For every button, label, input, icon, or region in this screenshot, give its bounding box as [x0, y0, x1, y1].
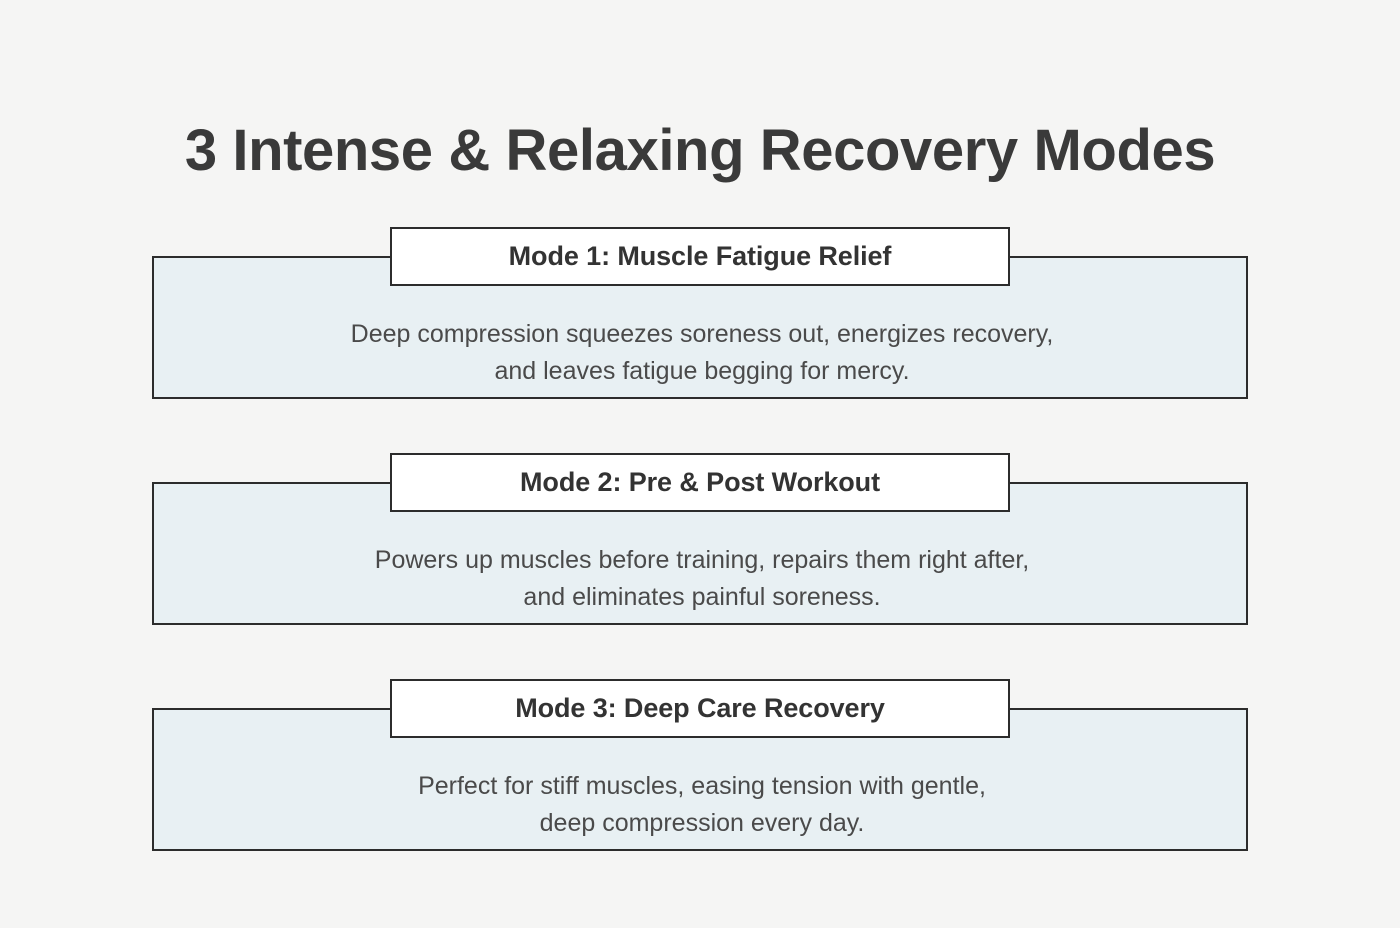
mode-card-description-line: deep compression every day. [539, 809, 865, 837]
mode-card-badge: Mode 1: Muscle Fatigue Relief [390, 227, 1010, 286]
mode-card-description-line: Perfect for stiff muscles, easing tensio… [418, 772, 986, 800]
mode-card-description: Deep compression squeezes soreness out, … [154, 316, 1250, 390]
mode-card-description: Powers up muscles before training, repai… [154, 542, 1250, 616]
mode-card-description-line: and leaves fatigue begging for mercy. [494, 357, 910, 385]
mode-card-description: Perfect for stiff muscles, easing tensio… [154, 768, 1250, 842]
mode-card-description-line: Powers up muscles before training, repai… [374, 546, 1030, 574]
mode-card-badge: Mode 3: Deep Care Recovery [390, 679, 1010, 738]
mode-card-badge-label: Mode 1: Muscle Fatigue Relief [508, 241, 892, 271]
mode-card-description-line: Deep compression squeezes soreness out, … [350, 320, 1054, 348]
mode-card-badge: Mode 2: Pre & Post Workout [390, 453, 1010, 512]
page-title: 3 Intense & Relaxing Recovery Modes [184, 117, 1216, 183]
mode-card-badge-label: Mode 3: Deep Care Recovery [515, 693, 885, 723]
mode-card-badge-label: Mode 2: Pre & Post Workout [520, 467, 880, 497]
mode-card-description-line: and eliminates painful soreness. [523, 583, 881, 611]
